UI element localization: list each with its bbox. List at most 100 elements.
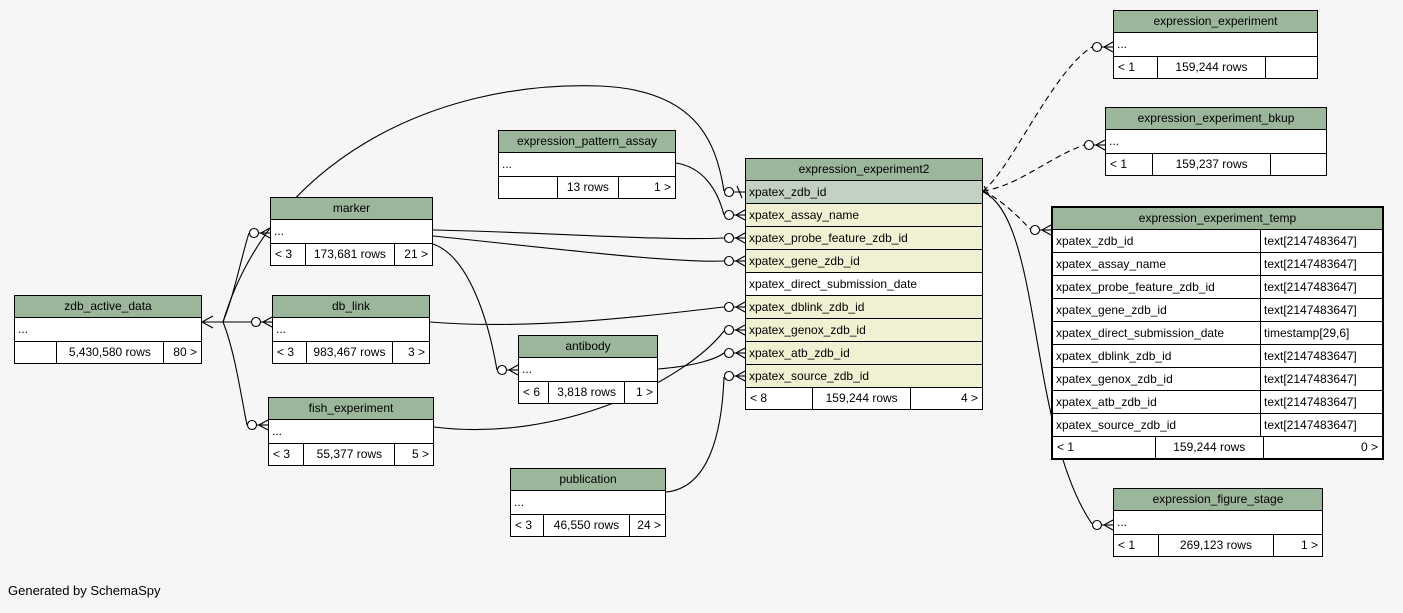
footer-row-count: 55,377 rows [303,444,396,465]
column-type: timestamp[29,6] [1260,322,1382,344]
column-name: xpatex_probe_feature_zdb_id [1056,280,1215,294]
footer-right-count: 1 > [653,180,671,194]
table-title[interactable]: fish_experiment [269,398,433,420]
column-row[interactable]: xpatex_zdb_id [746,181,982,204]
column-row[interactable]: xpatex_assay_name [746,204,982,227]
footer-right-count: 80 > [173,345,197,359]
relationship-line [432,229,725,371]
table-title[interactable]: zdb_active_data [15,296,201,318]
table-title[interactable]: expression_figure_stage [1114,489,1322,511]
table-expression_experiment_bkup[interactable]: expression_experiment_bkup... < 1 159,237 … [1105,107,1327,176]
table-title[interactable]: expression_experiment [1114,11,1317,33]
table-title[interactable]: expression_pattern_assay [499,131,675,153]
generator-note: Generated by SchemaSpy [8,583,161,598]
table-title[interactable]: publication [511,469,665,491]
footer-right-count: 4 > [960,391,978,405]
footer-left-count [15,342,56,363]
footer-left-count: < 6 [523,385,541,399]
footer-row-count: 159,237 rows [1152,154,1271,175]
table-title[interactable]: antibody [519,336,657,358]
crowfoot-icon [723,232,746,244]
footer-row-count: 159,244 rows [812,388,912,409]
column-row[interactable]: xpatex_atb_zdb_id [746,342,982,365]
column-name: xpatex_dblink_zdb_id [1056,349,1172,363]
column-name: xpatex_zdb_id [749,185,827,199]
columns-collapsed: ... [1114,33,1317,57]
crowfoot-icon [1091,519,1114,531]
columns-collapsed: ... [273,318,429,342]
columns-collapsed: ... [15,318,201,342]
table-zdb_active_data[interactable]: zdb_active_data...5,430,580 rows 80 > [14,295,202,364]
crowfoot-icon [496,364,519,376]
crowfoot-icon [723,301,746,313]
table-title[interactable]: expression_experiment2 [746,159,982,181]
column-name: xpatex_probe_feature_zdb_id [749,231,908,245]
footer-right-count: 5 > [411,447,429,461]
footer-right-count: 0 > [1360,440,1378,454]
table-title[interactable]: db_link [273,296,429,318]
arrowhead-icon [201,315,223,329]
column-row[interactable]: xpatex_dblink_zdb_id [746,296,982,319]
column-type: text[2147483647] [1260,230,1382,252]
column-row[interactable]: xpatex_probe_feature_zdb_id [746,227,982,250]
one-tick-icon [983,185,991,198]
columns-collapsed: ... [519,358,657,382]
footer-row-count: 159,244 rows [1154,437,1264,458]
footer-right-count [1266,57,1317,78]
crowfoot-icon [250,316,273,328]
footer-row-count: 13 rows [557,177,619,198]
columns-collapsed: ... [1114,511,1322,535]
columns-collapsed: ... [271,220,432,244]
table-title[interactable]: expression_experiment_temp [1053,208,1382,230]
column-type: text[2147483647] [1260,276,1382,298]
footer-right-count: 3 > [407,345,425,359]
footer-left-count: < 1 [1110,157,1128,171]
column-name: xpatex_zdb_id [1056,234,1134,248]
crowfoot-icon [723,370,746,382]
footer-row-count: 269,123 rows [1157,535,1275,556]
crowfoot-icon [1029,224,1052,236]
column-row[interactable]: xpatex_zdb_id text[2147483647] [1053,230,1382,253]
crowfoot-icon [1091,41,1114,53]
footer-left-count: < 3 [515,518,533,532]
column-row[interactable]: xpatex_gene_zdb_id [746,250,982,273]
column-name: xpatex_gene_zdb_id [1056,303,1167,317]
crowfoot-icon [723,209,746,221]
table-footer: 13 rows 1 > [499,177,675,198]
columns-collapsed: ... [1106,130,1326,154]
column-name: xpatex_assay_name [749,208,860,222]
relationship-line [982,46,1093,525]
column-type: text[2147483647] [1260,391,1382,413]
table-title[interactable]: marker [271,198,432,220]
crowfoot-icon [723,324,746,336]
footer-row-count: 5,430,580 rows [55,342,164,363]
footer-row-count: 983,467 rows [305,342,394,363]
column-row[interactable]: xpatex_source_zdb_id [746,365,982,388]
footer-right-count: 1 > [1300,538,1318,552]
column-row[interactable]: xpatex_direct_submission_date [746,273,982,296]
column-row[interactable]: xpatex_genox_zdb_id [746,319,982,342]
column-row[interactable]: xpatex_probe_feature_zdb_id text[21474836… [1053,276,1382,299]
table-title[interactable]: expression_experiment_bkup [1106,108,1326,130]
